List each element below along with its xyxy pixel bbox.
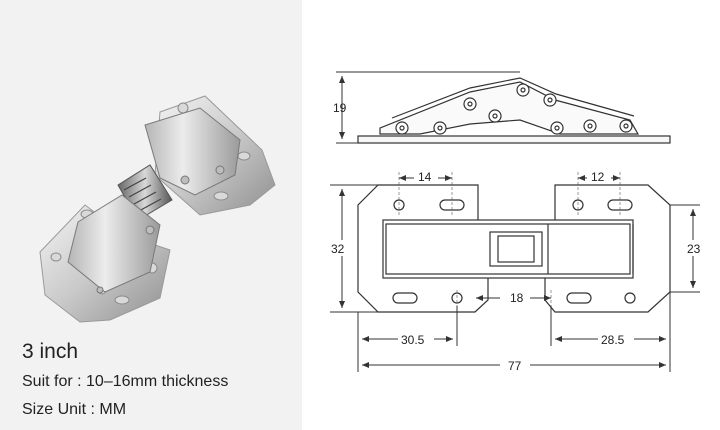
lower-arm xyxy=(67,194,161,293)
side-view-pivots xyxy=(395,83,633,135)
side-view xyxy=(357,77,671,144)
product-title: 3 inch xyxy=(22,340,79,363)
upper-arm xyxy=(144,107,241,196)
product-photo-panel: 3 inch Suit for : 10–16mm thickness Size… xyxy=(0,0,302,430)
dim-plate-height-right: 23 xyxy=(687,242,701,256)
side-view-base-plate xyxy=(357,135,671,144)
dim-height xyxy=(336,71,520,144)
thickness-spec: Suit for : 10–16mm thickness xyxy=(22,373,229,390)
hinge-photo xyxy=(39,95,276,323)
dim-left-length: 30.5 xyxy=(401,333,425,347)
dim-hole-spacing-right: 12 xyxy=(591,170,605,184)
dim-height-label: 19 xyxy=(333,101,347,115)
size-unit-spec: Size Unit : MM xyxy=(22,401,127,418)
side-view-linkage xyxy=(379,81,640,135)
dim-plate-height-left: 32 xyxy=(331,242,345,256)
technical-drawing: 19 14 xyxy=(328,71,708,373)
dim-hole-spacing-left: 14 xyxy=(418,170,432,184)
top-view xyxy=(357,172,671,313)
dim-right-length: 28.5 xyxy=(601,333,625,347)
dim-gap-center: 18 xyxy=(510,291,524,305)
plate-holes xyxy=(50,102,251,305)
dim-total-length: 77 xyxy=(508,359,522,373)
hinge-slider xyxy=(489,231,543,267)
rivets xyxy=(96,165,225,294)
